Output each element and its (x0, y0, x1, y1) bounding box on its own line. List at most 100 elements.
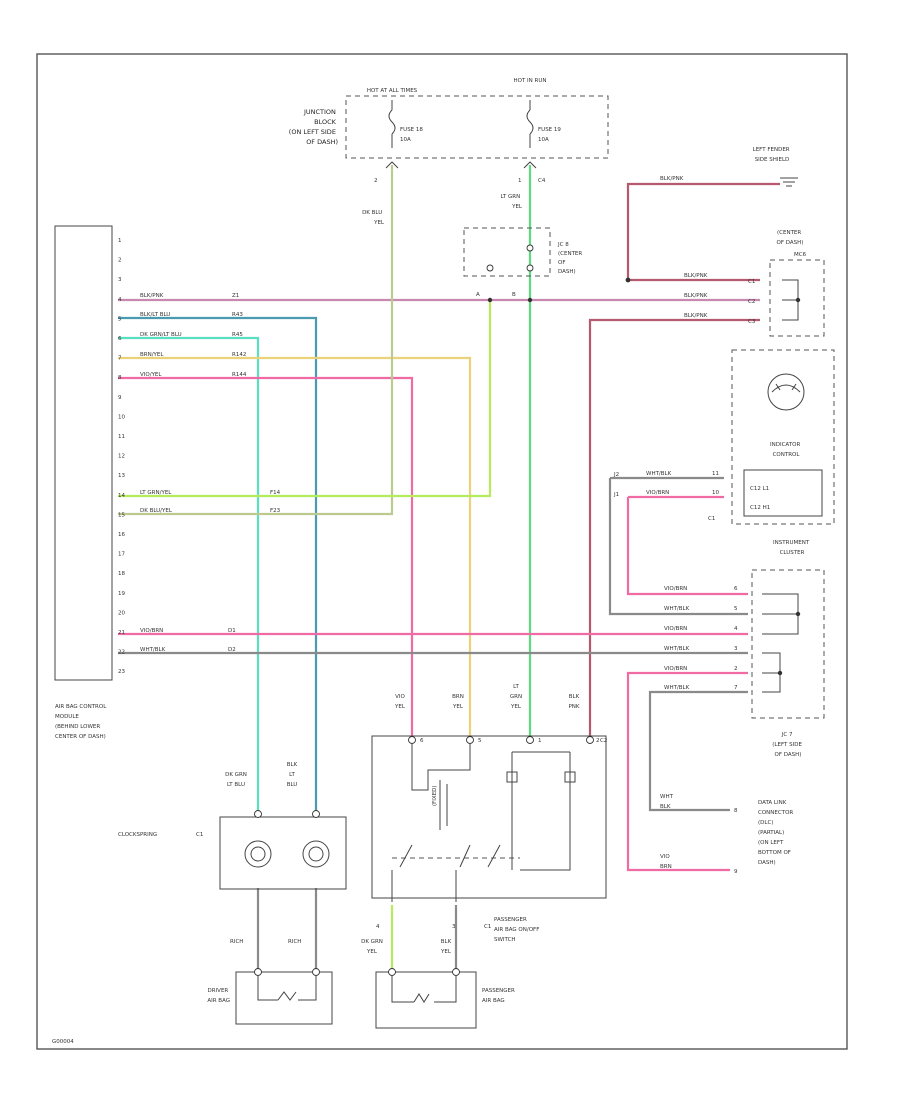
svg-text:BLK/LT BLU: BLK/LT BLU (140, 312, 170, 318)
mc6-c1: C1 (748, 279, 755, 285)
label-blk-pnk-3: BLK/PNK (684, 313, 708, 319)
pin-fuse-19: 1 (518, 178, 522, 184)
svg-text:7: 7 (734, 685, 738, 691)
module-pin-22: 22 (118, 650, 125, 656)
indicator-wire-2: VIO/BRN (646, 490, 669, 496)
module-pin-12: 12 (118, 454, 125, 460)
clockspring-label: CLOCKSPRING (118, 832, 157, 838)
junction-block-outline (345, 95, 609, 159)
splice-dots (487, 277, 631, 303)
switch-conn-c1: C1 (484, 924, 491, 930)
wire-lt-grn-yel (118, 298, 492, 498)
module-pin-23: 23 (118, 669, 125, 675)
svg-text:BLK/PNK: BLK/PNK (140, 293, 164, 299)
module-pin-11: 11 (118, 434, 125, 440)
wire-wht-blk-dlc (648, 690, 748, 812)
data-link-connector: DATA LINK CONNECTOR (DLC) (PARTIAL) (ON … (660, 794, 793, 875)
svg-text:RICH: RICH (230, 939, 243, 945)
svg-text:8: 8 (734, 808, 738, 814)
wire-blk-lt-blu (118, 316, 318, 810)
figure-id: G00004 (52, 1039, 74, 1045)
wire-wht-blk-indicator (608, 476, 748, 616)
svg-text:VIO/BRN: VIO/BRN (664, 586, 687, 592)
center-dash-id: MC6 (794, 252, 807, 258)
label-blk-pnk-ground: BLK/PNK (660, 176, 684, 182)
wire-blk-pnk-switch (588, 318, 760, 738)
switch-pin-5: 5 (478, 738, 482, 744)
svg-text:9: 9 (734, 869, 738, 875)
svg-text:DK GRN/LT BLU: DK GRN/LT BLU (140, 332, 182, 338)
feed-hot-at-all-times: HOT AT ALL TIMES (367, 88, 418, 94)
ground-left-fender: LEFT FENDER SIDE SHIELD BLK/PNK (660, 147, 798, 187)
indicator-j1: J1 (613, 492, 619, 498)
jc7: JC 7 (LEFT SIDE OF DASH) (772, 732, 802, 758)
module-pin-3: 3 (118, 277, 122, 283)
splice-b: B (512, 292, 516, 298)
splice-jc8: JC 8 (CENTER OF DASH) A B (463, 227, 584, 298)
mc6-c2: C2 (748, 299, 755, 305)
instrument-cluster: INSTRUMENT CLUSTER (751, 540, 825, 719)
module-pin-4: 4 (118, 297, 122, 303)
center-dash-label: (CENTER OF DASH) (777, 230, 804, 246)
mc6-c3: C3 (748, 319, 756, 325)
indicator-wire-1: WHT/BLK (646, 471, 672, 477)
module-pin-16: 16 (118, 532, 125, 538)
wire-brn-yel (118, 356, 472, 738)
junction-block: JUNCTION BLOCK (ON LEFT SIDE OF DASH) HO… (289, 78, 609, 184)
svg-text:WHT/BLK: WHT/BLK (664, 685, 690, 691)
ground-icon (780, 177, 798, 187)
module-pin-6: 6 (118, 336, 122, 342)
fuse-18-rating: 10A (400, 137, 411, 143)
switch-conn-c2: C2 (600, 738, 607, 744)
clockspring-conn: C1 (196, 832, 203, 838)
module-pin-18: 18 (118, 571, 125, 577)
svg-text:4: 4 (734, 626, 738, 632)
svg-text:2: 2 (734, 666, 738, 672)
svg-text:6: 6 (734, 586, 738, 592)
module-pin-7: 7 (118, 356, 122, 362)
svg-text:D2: D2 (228, 647, 236, 653)
splice-jc8-label: JC 8 (CENTER OF DASH) (557, 242, 584, 275)
label-blk-pnk-2: BLK/PNK (684, 293, 708, 299)
wire-dk-grn-lt-blu (118, 336, 260, 810)
svg-text:WHT/BLK: WHT/BLK (140, 647, 166, 653)
module-pin-21: 21 (118, 630, 125, 636)
center-dash-connector: (CENTER OF DASH) MC6 C1 C2 C3 BLK/PNK BL… (684, 230, 825, 337)
svg-text:BRN/YEL: BRN/YEL (140, 352, 164, 358)
fuse-19-rating: 10A (538, 137, 549, 143)
svg-text:R43: R43 (232, 312, 243, 318)
label-blk-pnk-1: BLK/PNK (684, 273, 708, 279)
switch-pin-4: 4 (376, 924, 380, 930)
svg-text:LT GRN/YEL: LT GRN/YEL (140, 490, 172, 496)
svg-text:VIO/BRN: VIO/BRN (664, 666, 687, 672)
junction-block-label: JUNCTION BLOCK (ON LEFT SIDE OF DASH) (289, 108, 338, 146)
wires (118, 165, 780, 970)
svg-text:VIO BRN: VIO BRN (660, 854, 672, 870)
fuse-19-name: FUSE 19 (538, 127, 561, 133)
svg-text:5: 5 (734, 606, 738, 612)
svg-text:WHT BLK: WHT BLK (660, 794, 675, 810)
switch-pins (408, 736, 594, 744)
indicator-j2: J2 (613, 472, 619, 478)
splice-a: A (476, 292, 480, 298)
svg-text:D1: D1 (228, 628, 236, 634)
switch-label: PASSENGER AIR BAG ON/OFF SWITCH (494, 917, 541, 943)
module-pin-8: 8 (118, 375, 122, 381)
svg-text:F23: F23 (270, 508, 281, 514)
label-lt-grn-yel: LT GRN YEL (501, 194, 523, 210)
svg-text:DK BLU/YEL: DK BLU/YEL (140, 508, 173, 514)
indicator-c1: C1 (708, 516, 715, 522)
passenger-airbag: PASSENGER AIR BAG (375, 968, 515, 1029)
pin-fuse-18: 2 (374, 178, 378, 184)
svg-text:R45: R45 (232, 332, 243, 338)
